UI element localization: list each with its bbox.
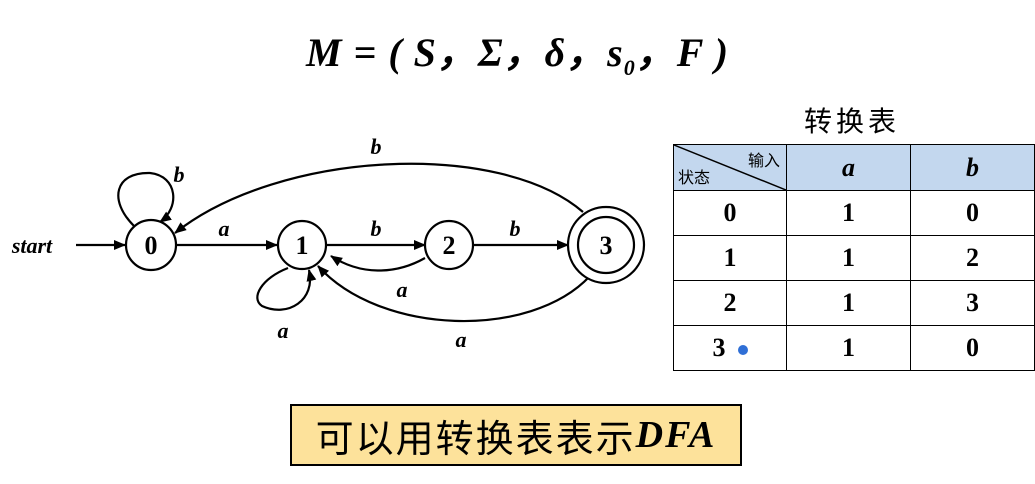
formula-eq: = ( xyxy=(342,30,414,75)
cell-on-a: 1 xyxy=(786,280,911,326)
table-header-row: 输入 状态 a b xyxy=(673,144,1035,191)
loop-0-label: b xyxy=(174,162,185,187)
formula-delta: δ xyxy=(544,30,567,75)
row-state: 2 xyxy=(673,280,787,326)
cell-on-b: 0 xyxy=(910,325,1035,371)
cell-on-a: 1 xyxy=(786,190,911,236)
formula-sep: ， xyxy=(566,30,608,75)
formula-sep: ， xyxy=(635,30,677,75)
state-2-label: 2 xyxy=(443,231,456,260)
formula-f: F xyxy=(676,30,704,75)
loop-1 xyxy=(256,266,317,311)
edge-1-2-label: b xyxy=(371,216,382,241)
state-3-label: 3 xyxy=(600,231,613,260)
formula-sep: ， xyxy=(436,30,478,75)
table-row: 0 1 0 xyxy=(673,190,1035,236)
edge-2-1-label: a xyxy=(397,277,408,302)
row-state: 1 xyxy=(673,235,787,281)
corner-state-label: 状态 xyxy=(678,168,711,187)
table-title: 转换表 xyxy=(803,105,900,138)
cell-on-b: 0 xyxy=(910,190,1035,236)
formula-sigma: Σ xyxy=(477,30,504,75)
transition-table: 输入 状态 a b 0 1 0 1 1 2 2 1 3 3 1 0 xyxy=(673,144,1035,371)
formula-title: M = ( S，Σ，δ，s0，F ) xyxy=(0,20,1035,81)
symbol-header-a: a xyxy=(786,144,911,191)
row-state-accepting: 3 xyxy=(673,325,787,371)
symbol-header-b: b xyxy=(910,144,1035,191)
row-state: 0 xyxy=(673,190,787,236)
state-1-label: 1 xyxy=(296,231,309,260)
start-label: start xyxy=(11,233,53,258)
row-state-label: 3 xyxy=(712,333,726,362)
table-row: 1 1 2 xyxy=(673,235,1035,281)
table-row: 2 1 3 xyxy=(673,280,1035,326)
note-text-cn: 可以用转换表表示 xyxy=(315,416,636,461)
formula-s0-sub: 0 xyxy=(623,55,636,80)
edge-3-1-label: a xyxy=(456,327,467,352)
formula-m: M xyxy=(305,30,343,75)
dfa-diagram: 0 1 2 3 start b b a b b a a a xyxy=(11,134,646,352)
loop-0 xyxy=(117,171,175,227)
edge-3-0 xyxy=(174,162,584,234)
table-row: 3 1 0 xyxy=(673,325,1035,371)
cell-on-b: 3 xyxy=(910,280,1035,326)
state-1-circle xyxy=(276,219,328,271)
state-2-circle xyxy=(423,219,475,271)
formula-s0: s xyxy=(607,30,624,75)
accepting-dot-icon xyxy=(737,345,748,356)
edge-2-1 xyxy=(330,255,426,272)
table-corner-cell: 输入 状态 xyxy=(673,144,787,191)
edge-3-0-label: b xyxy=(371,134,382,159)
edge-0-1-label: a xyxy=(219,216,230,241)
formula-close: ) xyxy=(703,30,730,75)
edge-2-3-label: b xyxy=(510,216,521,241)
state-3-inner-circle xyxy=(576,215,636,275)
state-0-label: 0 xyxy=(145,231,158,260)
cell-on-a: 1 xyxy=(786,325,911,371)
formula-sep: ， xyxy=(503,30,545,75)
loop-1-label: a xyxy=(278,318,289,343)
formula-s: S xyxy=(413,30,437,75)
cell-on-a: 1 xyxy=(786,235,911,281)
edge-3-1 xyxy=(317,265,591,323)
corner-diagonal xyxy=(674,145,786,190)
corner-input-label: 输入 xyxy=(747,151,780,170)
note-text-dfa: DFA xyxy=(635,414,717,456)
state-0-circle xyxy=(124,218,178,272)
cell-on-b: 2 xyxy=(910,235,1035,281)
